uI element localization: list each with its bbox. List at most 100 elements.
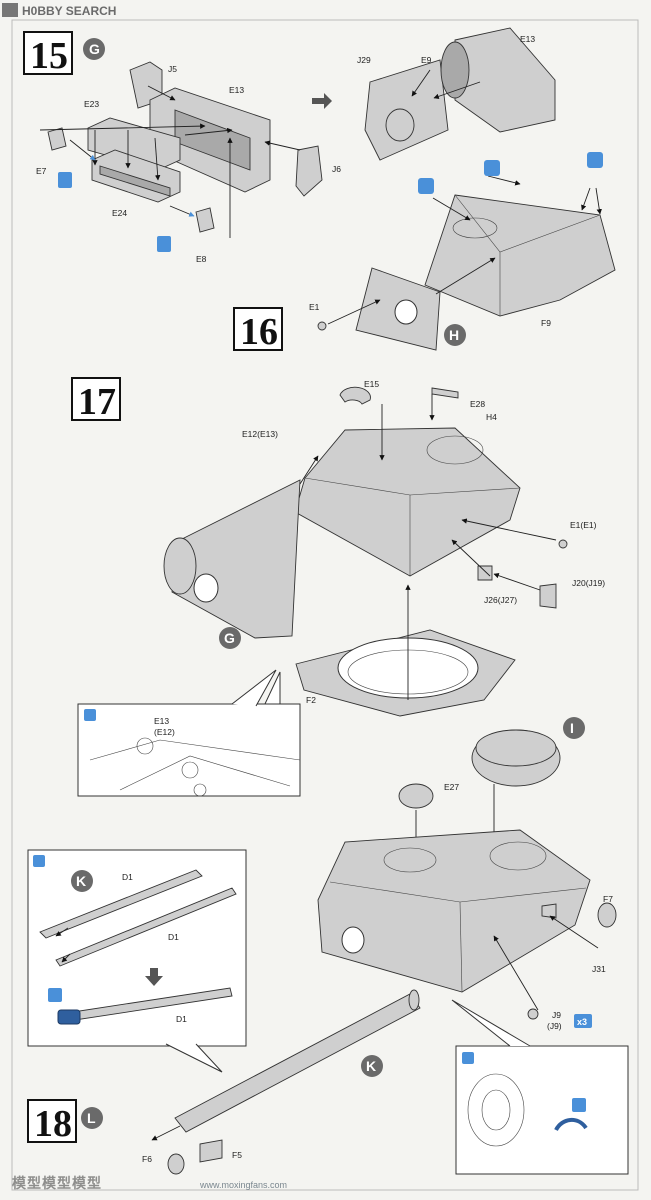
svg-text:K: K [366, 1058, 376, 1074]
svg-text:E23: E23 [84, 99, 99, 109]
part-f5 [199, 1139, 223, 1163]
next-arrow-icon [312, 93, 332, 109]
down-arrow-icon [145, 968, 163, 986]
part-j9 [527, 1008, 539, 1020]
step-number: 17 [78, 381, 116, 423]
part-j20 [539, 583, 557, 609]
step-18-labels: E27 F7 J31 J9 (J9) D1 D1 D1 F6 F5 [122, 782, 613, 1164]
part-j31 [541, 903, 557, 919]
paint-icon [572, 1098, 586, 1112]
turret-shell [424, 194, 616, 317]
step-17: 17 G [71, 377, 568, 797]
part-d1-b [55, 887, 237, 967]
paint-icon [84, 709, 96, 721]
svg-text:K: K [76, 873, 86, 889]
barrel [174, 993, 421, 1133]
svg-text:D1: D1 [168, 932, 179, 942]
svg-text:F2: F2 [306, 695, 316, 705]
svg-text:F5: F5 [232, 1150, 242, 1160]
step-16: 16 H [233, 152, 616, 353]
svg-text:J20(J19): J20(J19) [572, 578, 605, 588]
glue-icon [418, 178, 434, 194]
detail-box-mantlet [455, 1045, 629, 1175]
callout-letter: G [89, 41, 100, 57]
page-frame [11, 19, 639, 1191]
part-e28 [431, 387, 459, 399]
svg-text:E27: E27 [444, 782, 459, 792]
step-number: 15 [30, 35, 68, 77]
paint-icon [33, 855, 45, 867]
svg-text:E13: E13 [229, 85, 244, 95]
step-15-labels: J5 E13 E23 E7 E24 E8 J6 J29 E9 E13 [36, 34, 535, 264]
svg-text:(E12): (E12) [154, 727, 175, 737]
svg-text:H0BBY SEARCH: H0BBY SEARCH [22, 4, 116, 18]
svg-text:E13: E13 [520, 34, 535, 44]
part-j6 [295, 145, 323, 197]
svg-text:D1: D1 [122, 872, 133, 882]
step-number-box [71, 377, 121, 421]
svg-text:E15: E15 [364, 379, 379, 389]
part-f6 [167, 1153, 185, 1175]
step-15: 15 G [23, 27, 556, 252]
callout-disc-l [81, 1107, 103, 1129]
svg-text:L: L [87, 1110, 96, 1126]
svg-text:J6: J6 [332, 164, 341, 174]
callout-disc-h [444, 324, 466, 346]
svg-text:E9: E9 [421, 55, 432, 65]
glue-icon [484, 160, 500, 176]
step-18: 18 L I K [27, 717, 629, 1175]
svg-text:J5: J5 [168, 64, 177, 74]
part-f7 [597, 902, 617, 928]
paint-icon [48, 988, 62, 1002]
quantity-badge [574, 1014, 592, 1028]
part-e7 [47, 127, 67, 151]
step-number: 18 [34, 1103, 72, 1145]
svg-text:E12(E13): E12(E13) [242, 429, 278, 439]
svg-text:J9: J9 [552, 1010, 561, 1020]
part-e13-b [454, 27, 556, 133]
glue-icon [587, 152, 603, 168]
svg-text:I: I [570, 720, 574, 736]
svg-text:x3: x3 [577, 1017, 587, 1027]
part-e8 [195, 207, 215, 233]
callout-letter: H [449, 327, 459, 343]
svg-text:E28: E28 [470, 399, 485, 409]
svg-text:E24: E24 [112, 208, 127, 218]
turret-assembled [317, 829, 591, 993]
callout-disc-g [83, 38, 105, 60]
step-number-box [23, 31, 73, 75]
glue-icon [58, 172, 72, 188]
svg-text:(J9): (J9) [547, 1021, 562, 1031]
svg-text:E1: E1 [309, 302, 320, 312]
svg-text:F7: F7 [603, 894, 613, 904]
step-number: 16 [240, 311, 278, 353]
svg-text:D1: D1 [176, 1014, 187, 1024]
part-e23 [87, 117, 181, 171]
svg-text:H4: H4 [486, 412, 497, 422]
part-d1-a [39, 869, 203, 939]
svg-text:G: G [224, 630, 235, 646]
svg-text:J31: J31 [592, 964, 606, 974]
part-j29 [364, 59, 449, 161]
svg-text:J26(J27): J26(J27) [484, 595, 517, 605]
part-j5 [129, 61, 163, 109]
svg-text:J29: J29 [357, 55, 371, 65]
part-j26 [477, 565, 493, 581]
step-17-labels: E15 E28 H4 E12(E13) E1(E1) J20(J19) J26(… [154, 379, 605, 737]
svg-text:E1(E1): E1(E1) [570, 520, 597, 530]
step-16-labels: E1 F9 [309, 302, 551, 328]
svg-text:E13: E13 [154, 716, 169, 726]
svg-text:F9: F9 [541, 318, 551, 328]
glue-icon [157, 236, 171, 252]
callout-disc-g2 [219, 627, 241, 649]
part-e15 [339, 386, 371, 405]
svg-text:模型模型模型: 模型模型模型 [12, 1175, 102, 1191]
step-number-box [233, 307, 283, 351]
turret-body [294, 427, 521, 577]
svg-text:F6: F6 [142, 1154, 152, 1164]
svg-text:www.moxingfans.com: www.moxingfans.com [199, 1180, 287, 1190]
step-number-box [27, 1099, 77, 1143]
part-e1-b [558, 539, 568, 549]
svg-text:E8: E8 [196, 254, 207, 264]
